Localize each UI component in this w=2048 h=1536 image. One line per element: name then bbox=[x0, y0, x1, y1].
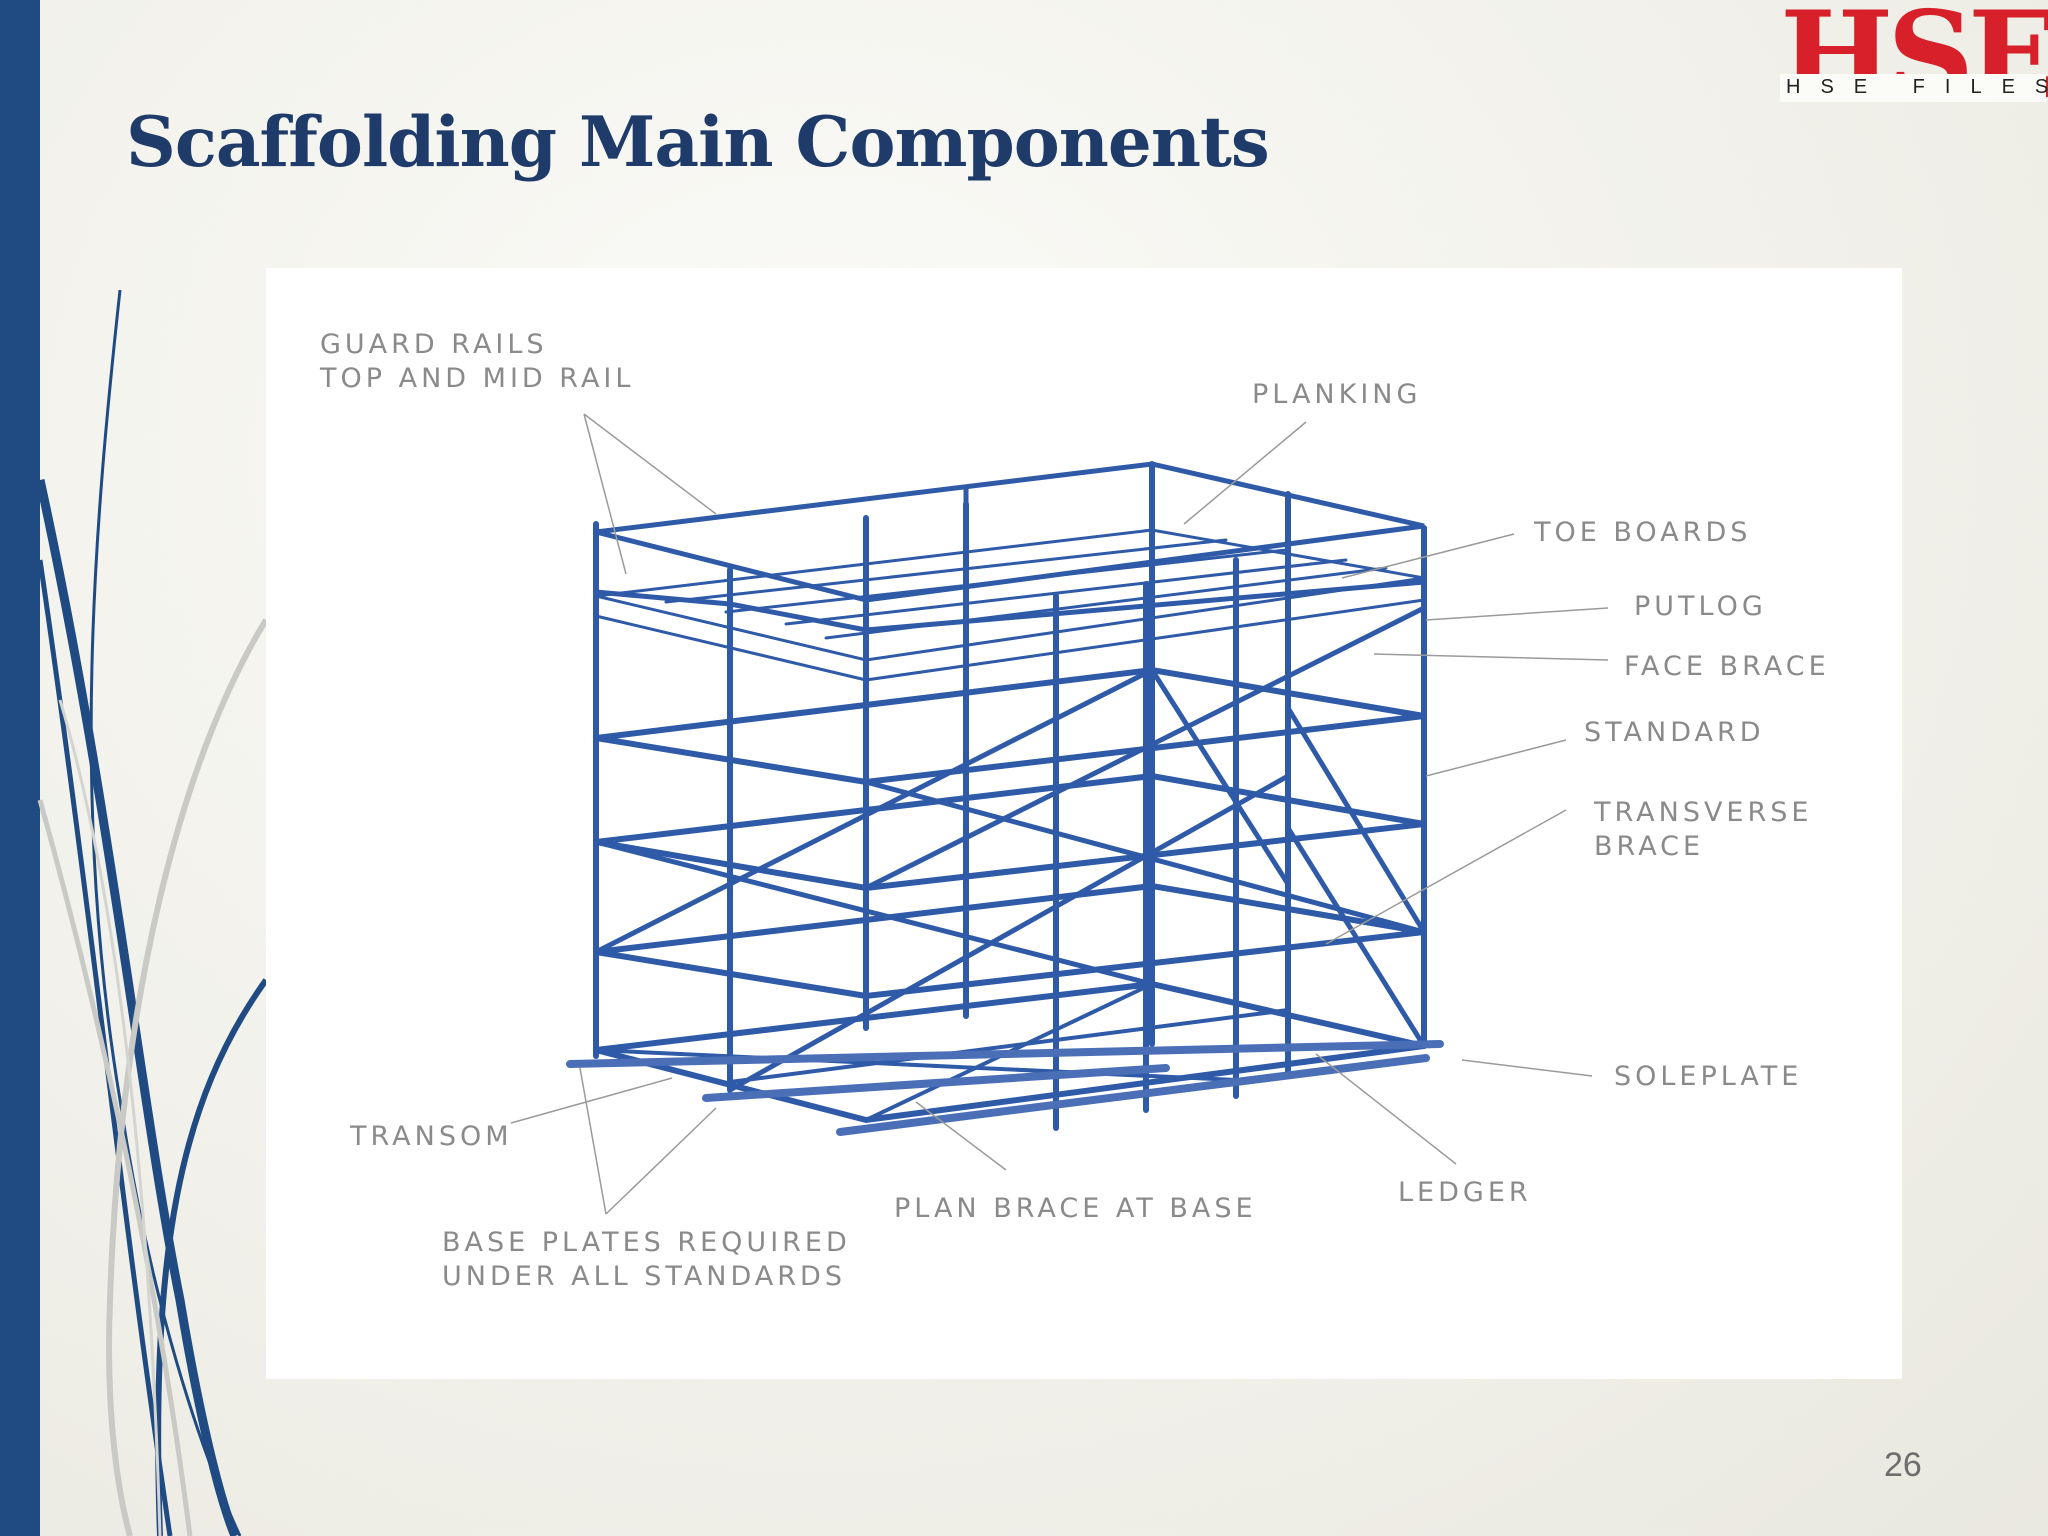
label-guard-rails-2: TOP AND MID RAIL bbox=[320, 363, 635, 394]
label-putlog: PUTLOG bbox=[1634, 591, 1767, 622]
hse-files-logo: HSE HSE FILES bbox=[1780, 0, 2048, 120]
slide-title: Scaffolding Main Components bbox=[126, 102, 1270, 183]
leader-lines bbox=[510, 413, 1609, 1215]
soleplates bbox=[566, 1040, 1444, 1136]
planking-deck bbox=[594, 528, 1426, 682]
label-guard-rails-1: GUARD RAILS bbox=[320, 329, 548, 360]
label-toe-boards: TOE BOARDS bbox=[1534, 517, 1752, 548]
guard-rails bbox=[593, 461, 1427, 633]
label-base-plates-2: UNDER ALL STANDARDS bbox=[442, 1261, 846, 1292]
logo-band bbox=[1780, 74, 2046, 102]
scaffold-structure bbox=[566, 461, 1444, 1136]
label-transom: TRANSOM bbox=[350, 1121, 513, 1152]
page-number: 26 bbox=[1884, 1446, 1922, 1484]
label-base-plates-1: BASE PLATES REQUIRED bbox=[442, 1227, 851, 1258]
label-soleplate: SOLEPLATE bbox=[1614, 1061, 1803, 1092]
logo-small-text: HSE FILES bbox=[1786, 76, 2048, 98]
label-standard: STANDARD bbox=[1584, 717, 1765, 748]
left-accent-bar bbox=[0, 0, 40, 1536]
diagram-panel: GUARD RAILS TOP AND MID RAIL PLANKING TO… bbox=[266, 268, 1902, 1379]
label-planking: PLANKING bbox=[1252, 379, 1422, 410]
label-plan-brace: PLAN BRACE AT BASE bbox=[894, 1193, 1257, 1224]
label-face-brace: FACE BRACE bbox=[1624, 651, 1830, 682]
label-ledger: LEDGER bbox=[1398, 1177, 1532, 1208]
scaffold-drawing bbox=[510, 413, 1609, 1215]
label-transverse-brace-1: TRANSVERSE bbox=[1594, 797, 1813, 828]
label-transverse-brace-2: BRACE bbox=[1594, 831, 1705, 862]
braces bbox=[593, 605, 1427, 1093]
